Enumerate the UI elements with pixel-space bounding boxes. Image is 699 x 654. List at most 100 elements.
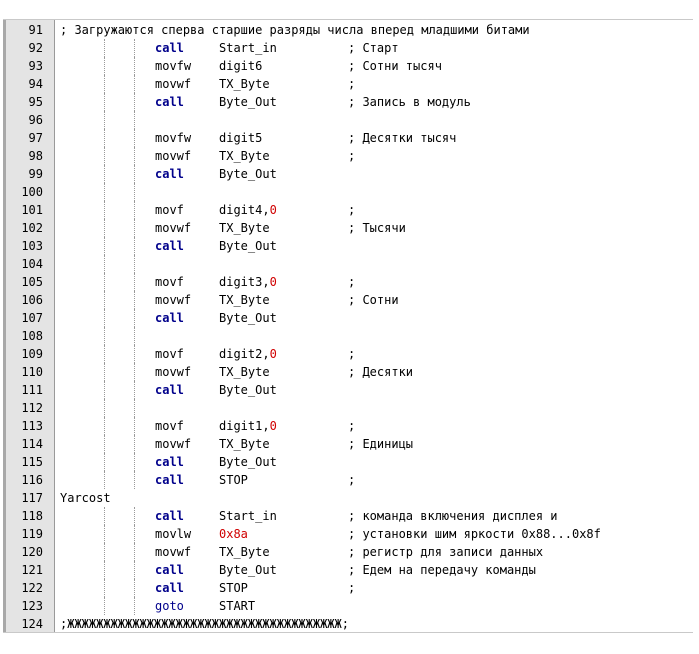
operand-text: digit5 <box>219 131 263 145</box>
line-number: 96 <box>28 113 43 127</box>
line-number: 123 <box>21 599 43 613</box>
instruction-mnemonic: call <box>155 473 184 487</box>
instruction-mnemonic: movf <box>155 347 184 361</box>
code-line[interactable]: 96 <box>3 111 693 129</box>
indent-guide <box>134 327 135 345</box>
code-line[interactable]: 104 <box>3 255 693 273</box>
instruction-operand: TX_Byte <box>219 75 270 93</box>
code-editor[interactable]: 91; Загружаются сперва старшие разряды ч… <box>3 19 693 633</box>
code-line[interactable]: 124 ;ЖЖЖЖЖЖЖЖЖЖЖЖЖЖЖЖЖЖЖЖЖЖЖЖЖЖЖЖЖЖЖЖЖЖЖЖ… <box>3 615 693 633</box>
operand-number: 0 <box>269 419 277 433</box>
indent-guide <box>134 39 135 57</box>
operand-text: STOP <box>219 581 248 595</box>
indent-guide <box>104 129 105 147</box>
operand-text: Start_in <box>219 41 277 55</box>
code-comment: ; <box>348 347 356 361</box>
line-number: 94 <box>28 77 43 91</box>
instruction-mnemonic: call <box>155 311 184 325</box>
instruction-mnemonic: call <box>155 95 184 109</box>
instruction-mnemonic: movfw <box>155 59 192 73</box>
line-number: 111 <box>21 383 43 397</box>
code-comment: ; Сотни тысяч <box>348 59 442 73</box>
indent-guide <box>104 111 105 129</box>
instruction-mnemonic: movf <box>155 203 184 217</box>
line-number: 97 <box>28 131 43 145</box>
indent-guide <box>104 255 105 273</box>
indent-guide <box>104 471 105 489</box>
indent-guide <box>134 93 135 111</box>
indent-guide <box>134 147 135 165</box>
indent-guide <box>104 579 105 597</box>
instruction-operand: Byte_Out <box>219 309 277 327</box>
line-number: 120 <box>21 545 43 559</box>
code-line[interactable]: 91; Загружаются сперва старшие разряды ч… <box>3 21 693 39</box>
instruction-operand: digit4,0 <box>219 201 277 219</box>
indent-guide <box>134 561 135 579</box>
instruction-operand: Byte_Out <box>219 381 277 399</box>
operand-number: 0 <box>269 275 277 289</box>
code-comment: ; Загружаются сперва старшие разряды чис… <box>60 23 530 37</box>
indent-guide <box>104 435 105 453</box>
indent-guide <box>134 273 135 291</box>
operand-text: Byte_Out <box>219 455 277 469</box>
code-line[interactable]: 100 <box>3 183 693 201</box>
line-number: 107 <box>21 311 43 325</box>
indent-guide <box>104 363 105 381</box>
indent-guide <box>104 399 105 417</box>
code-comment: ; <box>348 149 356 163</box>
instruction-operand: TX_Byte <box>219 543 270 561</box>
indent-guide <box>104 201 105 219</box>
instruction-mnemonic: call <box>155 239 184 253</box>
operand-text: digit3, <box>219 275 270 289</box>
instruction-operand: START <box>219 597 255 615</box>
line-number: 110 <box>21 365 43 379</box>
indent-guide <box>104 543 105 561</box>
line-number: 124 <box>21 617 43 631</box>
instruction-operand: Byte_Out <box>219 453 277 471</box>
instruction-mnemonic: call <box>155 167 184 181</box>
line-number: 106 <box>21 293 43 307</box>
operand-text: TX_Byte <box>219 221 270 235</box>
code-line[interactable]: 112 <box>3 399 693 417</box>
indent-guide <box>104 219 105 237</box>
code-comment: ; регистр для записи данных <box>348 545 544 559</box>
operand-text: Byte_Out <box>219 383 277 397</box>
code-comment: ; <box>348 581 356 595</box>
code-line[interactable]: 107 call Byte_Out <box>3 309 693 327</box>
instruction-mnemonic: movwf <box>155 149 192 163</box>
code-line[interactable]: 108 <box>3 327 693 345</box>
indent-guide <box>134 309 135 327</box>
code-comment: ;ЖЖЖЖЖЖЖЖЖЖЖЖЖЖЖЖЖЖЖЖЖЖЖЖЖЖЖЖЖЖЖЖЖЖЖЖЖЖ; <box>60 617 349 631</box>
indent-guide <box>134 453 135 471</box>
operand-text: Byte_Out <box>219 563 277 577</box>
indent-guide <box>104 525 105 543</box>
indent-guide <box>134 543 135 561</box>
line-number: 121 <box>21 563 43 577</box>
